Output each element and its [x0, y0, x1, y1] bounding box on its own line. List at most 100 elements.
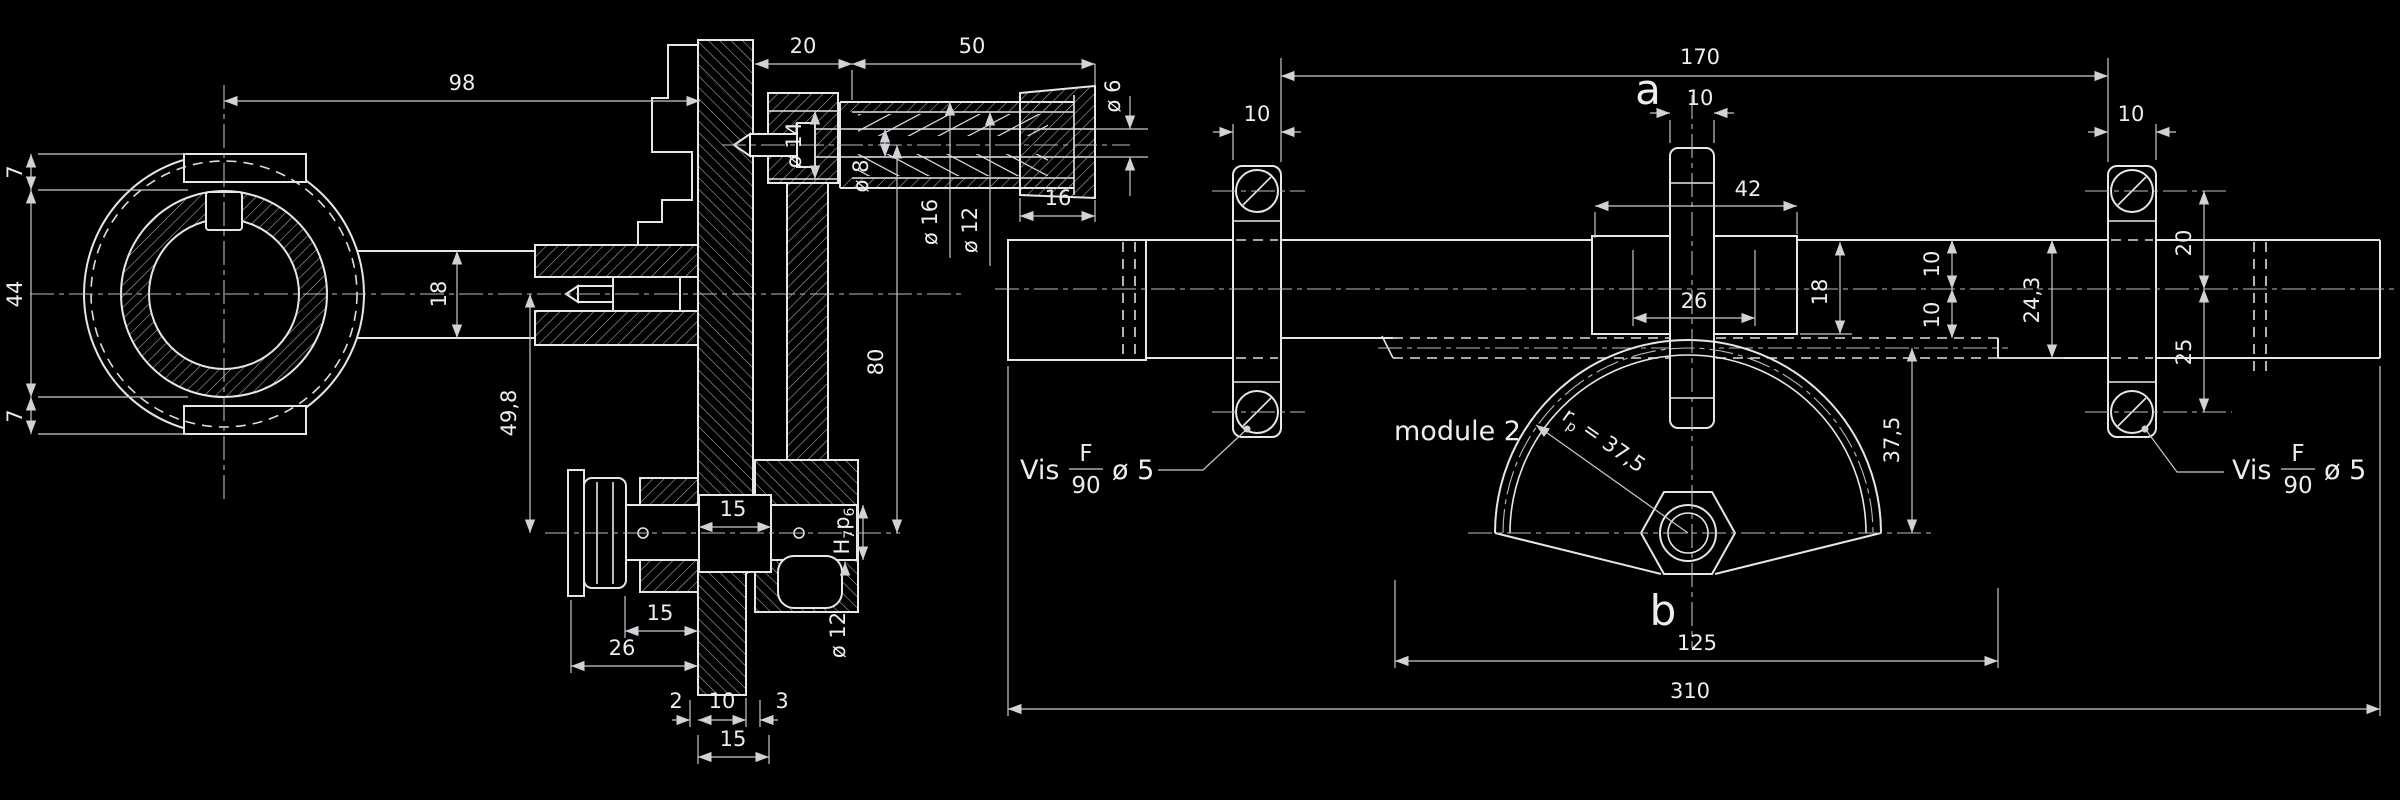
collar-body [1232, 165, 1282, 438]
vis-frac-den: 90 [1071, 473, 1100, 499]
sector-inner-arc [1509, 354, 1867, 534]
dim-dia8: ø 8 [849, 128, 891, 193]
dim-10-left-collar: 10 [1213, 102, 1301, 160]
dimensions-bracket: 20 50 ø 6 ø 14 ø 8 ø 16 ø 12 [570, 34, 1148, 764]
dim-label: 10 [1920, 302, 1944, 329]
dim-label: 7 [3, 165, 27, 178]
eye-pad-top [183, 153, 307, 183]
spring-coil-upper [858, 114, 1048, 136]
dim-42: 42 [1594, 177, 1798, 238]
vis-frac-num: F [2291, 441, 2304, 467]
fit-main: p [830, 516, 854, 529]
dim-15-low: 15 [624, 596, 699, 638]
dim-label: 310 [1670, 679, 1710, 703]
dim-49-8: 49,8 [497, 293, 536, 534]
sector-outer-arc [1494, 339, 1882, 534]
dim-dia6: ø 6 [1095, 80, 1148, 196]
dim-label: 26 [609, 636, 636, 660]
leader-dot [1243, 425, 1251, 433]
tube-wall-bottom [840, 178, 1074, 188]
spring-coil-lower [858, 154, 1048, 176]
dim-label: 10 [1687, 86, 1714, 110]
dim-label: 18 [427, 281, 451, 308]
dim-label: 2 [669, 689, 682, 713]
dim-label: 26 [1681, 289, 1708, 313]
bolt-boss-upper [639, 477, 699, 506]
dim-80: 80 [864, 144, 903, 534]
dim-26-low: 26 [570, 600, 699, 673]
dim-18-arm: 18 [427, 250, 463, 339]
end-block [1007, 239, 1147, 361]
dim-20-25: 20 25 [2172, 190, 2210, 413]
dim-16-collet: 16 [1019, 186, 1096, 222]
dim-26-hub: 26 [1632, 289, 1756, 324]
dim-dia14: ø 14 [782, 110, 821, 180]
dim-label: 20 [2172, 230, 2196, 257]
vis-label-right: Vis F 90 ø 5 [2141, 425, 2366, 499]
datum-label-a: a [1635, 65, 1661, 114]
eye-pad-bottom [183, 405, 307, 435]
bracket-leg [786, 182, 829, 461]
dim-24-3: 24,3 [1998, 239, 2064, 359]
dim-2-10-3: 2 10 3 [669, 689, 789, 727]
dim-label: 15 [720, 497, 747, 521]
dim-20: 20 [754, 34, 853, 70]
collar-body [2107, 165, 2157, 438]
dim-label: 10 [2118, 102, 2145, 126]
dim-label: 25 [2172, 339, 2196, 366]
centerlines [30, 85, 2398, 648]
left-collar [1232, 165, 1282, 438]
boss-lower [534, 310, 699, 346]
datum-label-b: b [1650, 586, 1677, 635]
dim-dia12-spring: ø 12 [958, 111, 996, 266]
dim-label: 10 [1244, 102, 1271, 126]
dim-label: 37,5 [1880, 417, 1904, 464]
dim-label: H7p6 [830, 507, 858, 554]
sector-pitch-arc [1502, 347, 1874, 534]
fit-sub: 7 [842, 530, 858, 539]
dim-label: 24,3 [2020, 277, 2044, 324]
dim-fit-H7p6: H7p6 [830, 504, 869, 561]
dim-label: 44 [3, 281, 27, 308]
leader-dot [2141, 425, 2149, 433]
tube-wall-top [840, 102, 1074, 112]
dim-label: 125 [1677, 631, 1717, 655]
dim-label: ø 8 [849, 160, 873, 193]
dim-label: ø 16 [918, 199, 942, 245]
vis-label-left: Vis F 90 ø 5 [1020, 425, 1251, 499]
vis-text: Vis [1020, 455, 1059, 486]
dimensions-left-view: 98 7 44 7 18 49,8 [3, 71, 701, 534]
dim-label: 15 [720, 727, 747, 751]
dim-label: 10 [1920, 251, 1944, 278]
dim-label: 98 [449, 71, 476, 95]
dim-label: 49,8 [497, 390, 521, 437]
vis-frac-den: 90 [2283, 473, 2312, 499]
dim-dia16: ø 16 [918, 101, 956, 258]
dim-label: 80 [864, 349, 888, 376]
sector-edge-left [1494, 532, 1662, 575]
dim-label: 3 [775, 689, 788, 713]
dim-label: ø 12 [958, 207, 982, 253]
dim-label: ø 14 [782, 122, 806, 168]
dim-310: 310 [1007, 366, 2381, 716]
dim-label: 42 [1735, 177, 1762, 201]
dim-37-5: 37,5 [1880, 347, 1918, 534]
dim-10-right-collar: 10 [2088, 102, 2176, 160]
dim-label: 10 [709, 689, 736, 713]
collet [1019, 84, 1096, 200]
dim-label: ø 6 [1101, 80, 1125, 113]
fit-sub: 6 [842, 507, 858, 516]
sector-edge-right [1714, 532, 1882, 575]
vis-text: Vis [2232, 455, 2271, 486]
dim-98: 98 [223, 71, 701, 107]
dim-label: rp = 37,5 [1556, 403, 1650, 481]
dim-7-44-7: 7 44 7 [3, 153, 188, 435]
flange-pocket [777, 555, 843, 609]
dim-label: 170 [1680, 45, 1720, 69]
dim-label: 7 [3, 409, 27, 422]
dim-10-10: 10 10 [1920, 239, 1958, 339]
gear-sector [1494, 339, 1882, 575]
dim-18-hub: 18 [1800, 241, 1852, 335]
rack-jog [1381, 335, 1394, 359]
